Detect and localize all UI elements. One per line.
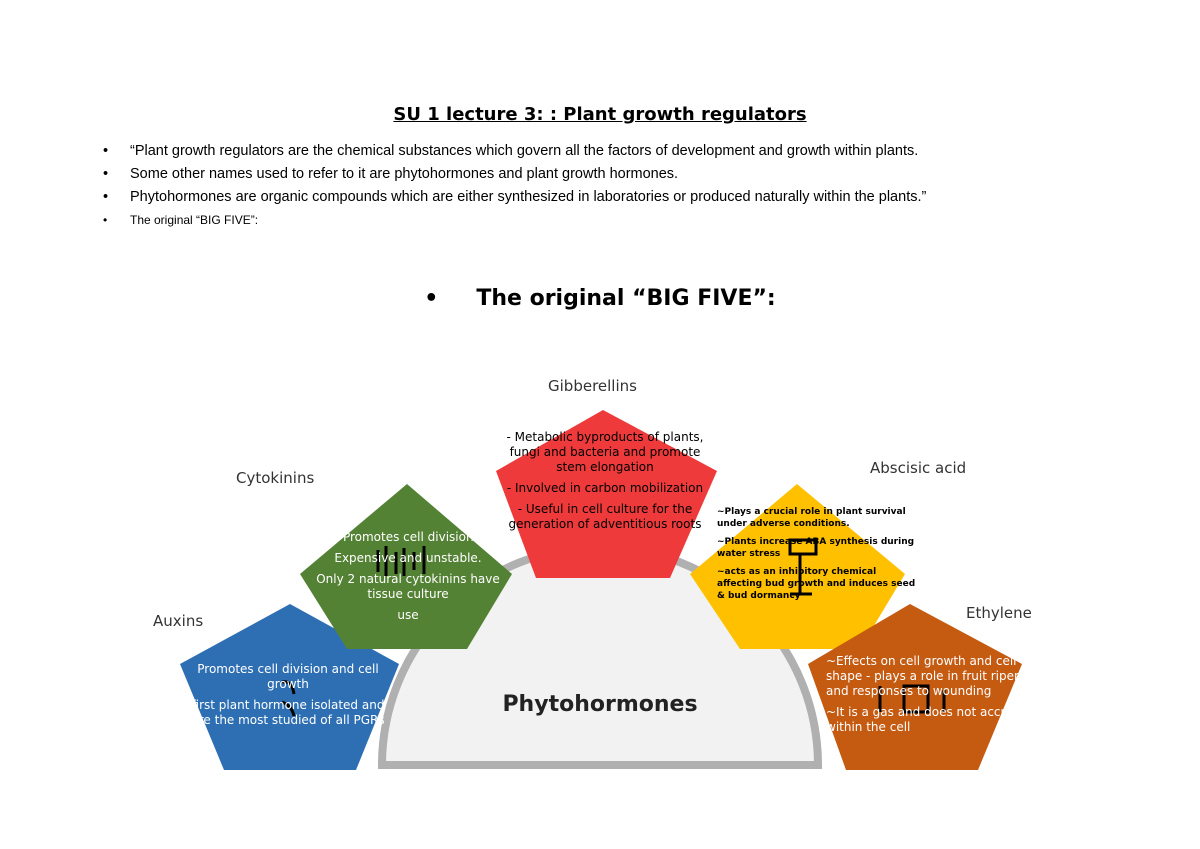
heading-text: The original “BIG FIVE”: (476, 286, 776, 311)
gibberellins-text: - Metabolic byproducts of plants, fungi … (506, 430, 704, 531)
auxins-pentagon (180, 604, 399, 770)
bullet-list: •“Plant growth regulators are the chemic… (100, 140, 926, 232)
decorative-icon (281, 538, 946, 717)
bullet-item: •The original “BIG FIVE”: (100, 209, 926, 232)
gibberellins-label: Gibberellins (548, 377, 637, 395)
abscisic-acid-label: Abscisic acid (870, 459, 967, 477)
document-title: SU 1 lecture 3: : Plant growth regulator… (393, 104, 807, 125)
cytokinins-text: -Promotes cell division. Expensive and u… (316, 530, 500, 622)
bullet-item: •Some other names used to refer to it ar… (100, 163, 926, 186)
heading-bullet: • (424, 286, 439, 311)
cytokinins-label: Cytokinins (236, 469, 315, 487)
bullet-symbol: • (103, 143, 109, 159)
bullet-symbol: • (103, 213, 108, 227)
bullet-item: •Phytohormones are organic compounds whi… (100, 186, 926, 209)
auxins-text: Promotes cell division and cell growth f… (191, 662, 385, 727)
gibberellins-pentagon (496, 410, 717, 578)
center-label: Phytohormones (502, 692, 698, 717)
ethylene-label: Ethylene (966, 604, 1032, 622)
bullet-item: •“Plant growth regulators are the chemic… (100, 140, 926, 163)
abscisic-acid-text: ~Plays a crucial role in plant survival … (717, 507, 916, 601)
section-heading: • The original “BIG FIVE”: (0, 286, 1200, 311)
auxins-label: Auxins (153, 612, 204, 630)
bullet-symbol: • (103, 166, 109, 182)
bullet-symbol: • (103, 189, 109, 205)
cytokinins-pentagon (300, 484, 512, 649)
abscisic-acid-pentagon (690, 484, 905, 649)
ethylene-text: ~Effects on cell growth and cell shape -… (826, 654, 1051, 734)
